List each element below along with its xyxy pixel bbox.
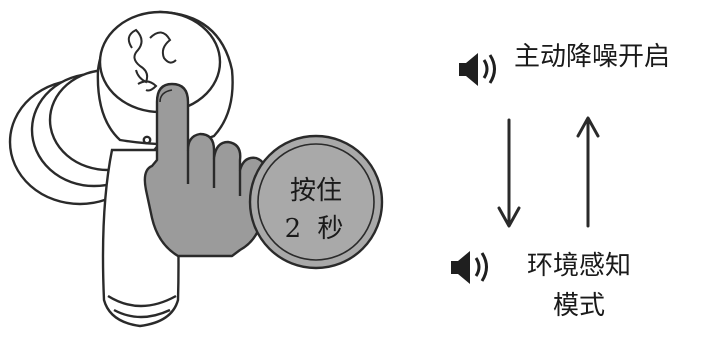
ambient-mode-line1: 环境感知	[526, 251, 631, 281]
ambient-mode-label: 环境感知 模式	[520, 246, 638, 326]
ambient-mode-line2: 模式	[552, 291, 605, 321]
arrow-down-icon	[497, 118, 521, 228]
hand-press-icon	[143, 82, 268, 258]
hold-badge	[248, 134, 384, 270]
earbud-icon	[8, 10, 234, 328]
hold-duration-label: 按住	[289, 176, 342, 206]
arrow-up-icon	[576, 116, 600, 228]
razer-logo-icon	[127, 28, 177, 92]
speaker-icon	[451, 251, 488, 284]
speaker-icon	[459, 53, 496, 86]
anc-on-label: 主动降噪开启	[514, 42, 671, 72]
hold-seconds-label: 2 秒	[284, 214, 348, 244]
